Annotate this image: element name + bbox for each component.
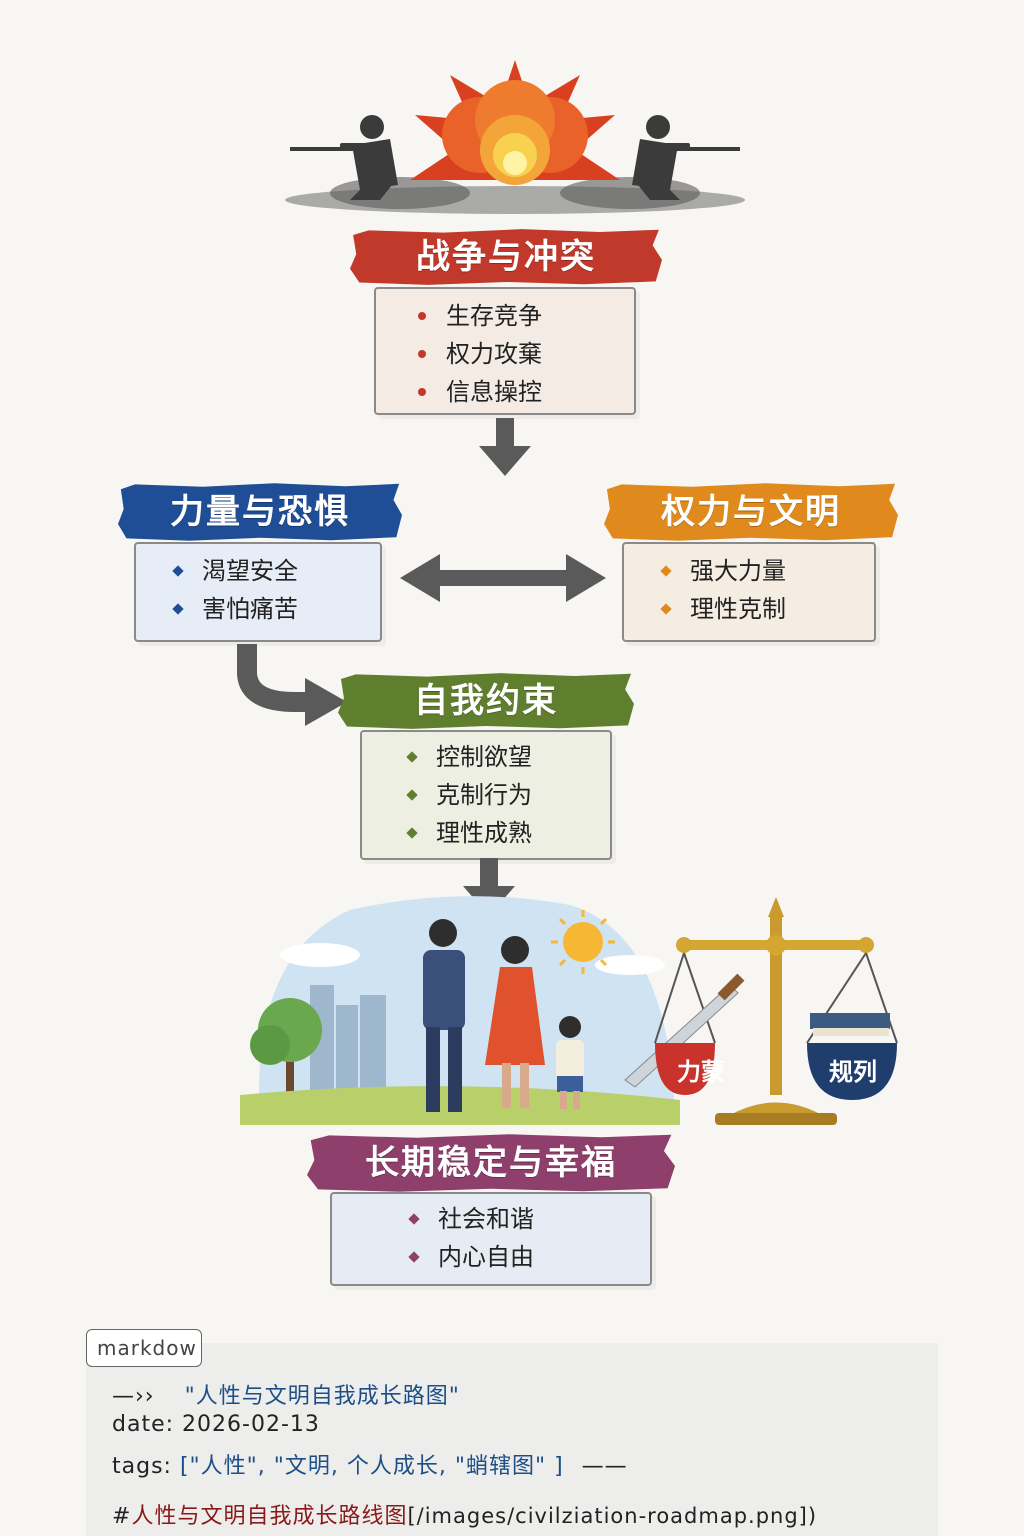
war-item: 生存竞争 [418, 297, 634, 335]
war-item: 信息操控 [418, 373, 634, 411]
strength-item: 害怕痛苦 [172, 590, 380, 628]
stability-title-banner: 长期稳定与幸福 [307, 1134, 675, 1192]
stability-card: 社会和谐 内心自由 [330, 1192, 652, 1286]
sword-icon [624, 973, 745, 1088]
family-illustration [240, 896, 680, 1125]
markdown-code-block [86, 1343, 938, 1536]
restraint-title-banner: 自我约束 [338, 673, 634, 729]
code-line-2: date: 2026-02-13 [112, 1412, 320, 1437]
stability-item: 社会和谐 [408, 1200, 650, 1238]
war-title: 战争与冲突 [416, 237, 596, 277]
arrow-down-icon [479, 418, 531, 476]
code-line-1: —››"人性与文明自我成长路图" [112, 1384, 460, 1409]
power-title-banner: 权力与文明 [604, 483, 898, 541]
sun-icon [551, 910, 615, 974]
scales-icon [624, 897, 898, 1125]
double-arrow-icon [400, 554, 606, 602]
code-language-label: markdow [97, 1336, 197, 1360]
soldier-right-icon [632, 115, 740, 200]
child-figure [556, 1016, 584, 1109]
strength-item: 渴望安全 [172, 552, 380, 590]
war-illustration [285, 60, 745, 214]
power-title: 权力与文明 [661, 492, 841, 532]
war-title-banner: 战争与冲突 [350, 229, 662, 285]
power-card: 强大力量 理性克制 [622, 542, 876, 642]
curved-arrow-icon [237, 644, 347, 726]
mother-figure [485, 936, 545, 1108]
restraint-card: 控制欲望 克制行为 理性成熟 [360, 730, 612, 860]
restraint-title: 自我约束 [414, 681, 558, 721]
stability-item: 内心自由 [408, 1238, 650, 1276]
scales-left-label: 力蒙 [677, 1058, 725, 1086]
book-icon [810, 1013, 890, 1036]
explosion-icon [410, 60, 620, 185]
restraint-item: 控制欲望 [406, 738, 610, 776]
power-item: 理性克制 [660, 590, 874, 628]
code-line-4: #人性与文明自我成长路线图[/images/civilziation-roadm… [112, 1504, 818, 1529]
power-item: 强大力量 [660, 552, 874, 590]
restraint-item: 理性成熟 [406, 814, 610, 852]
father-figure [423, 919, 465, 1112]
code-language-tab: markdow [86, 1329, 202, 1367]
strength-title: 力量与恐惧 [170, 492, 350, 532]
stability-title: 长期稳定与幸福 [365, 1143, 617, 1183]
code-line-3: tags: ["人性", "文明, 个人成长, "蛸辖图" ] —— [112, 1454, 628, 1479]
strength-title-banner: 力量与恐惧 [118, 483, 402, 541]
restraint-item: 克制行为 [406, 776, 610, 814]
war-item: 权力攻棄 [418, 335, 634, 373]
tree-icon [250, 998, 322, 1100]
soldier-left-icon [290, 115, 398, 200]
strength-card: 渴望安全 害怕痛苦 [134, 542, 382, 642]
war-card: 生存竞争 权力攻棄 信息操控 [374, 287, 636, 415]
scales-right-label: 规列 [829, 1058, 877, 1086]
